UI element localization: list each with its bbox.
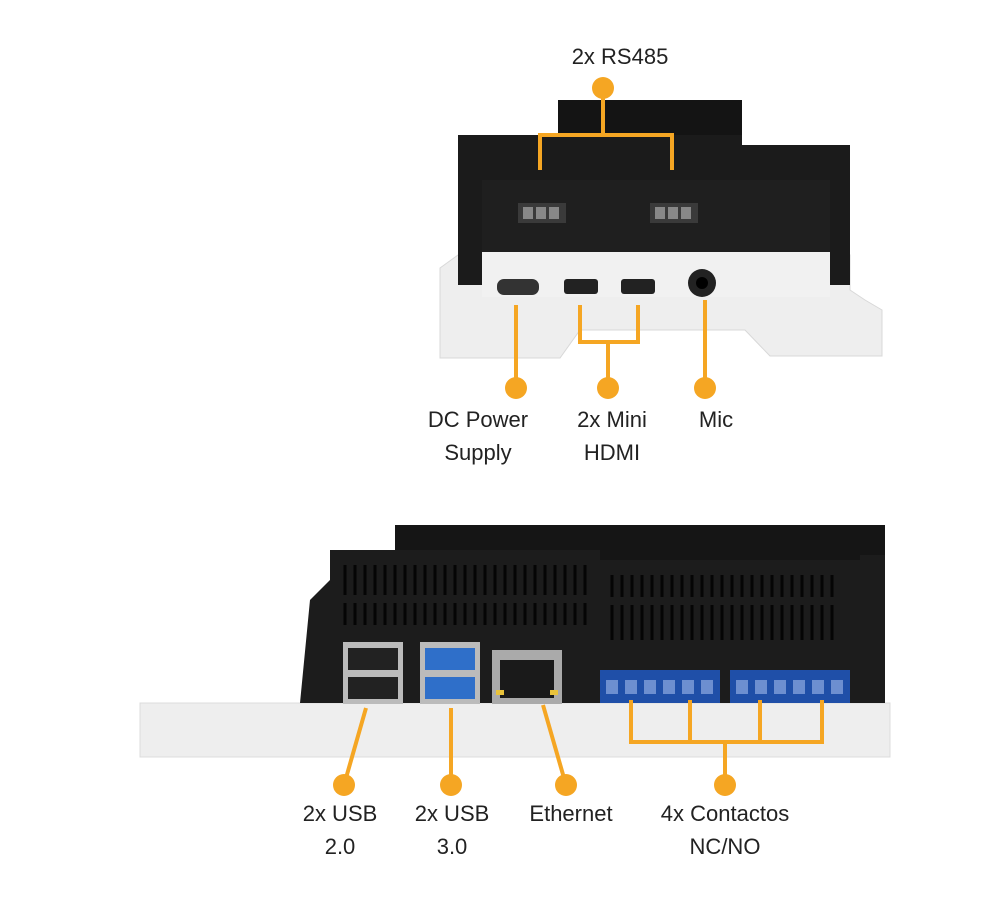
label-usb3: 2x USB 3.0 [415,797,490,863]
vent-grille [343,565,834,640]
terminal-blocks [600,670,850,703]
usb3-ports [420,642,480,704]
label-line: 2x Mini [577,407,647,432]
label-ethernet: Ethernet [529,801,613,826]
label-line: 2x USB [414,801,490,826]
label-mic: Mic [698,407,734,432]
label-line: 3.0 [436,834,468,859]
rs485-connector [650,203,698,223]
usb2-ports [343,642,403,704]
bottom-callout-lines [342,700,824,786]
label-rs485: 2x RS485 [571,44,669,69]
rs485-connector [518,203,566,223]
label-usb2: 2x USB 2.0 [303,797,378,863]
label-line: HDMI [583,440,641,465]
label-line: Supply [444,440,512,465]
label-line: NC/NO [689,834,761,859]
callout-dots [505,77,716,399]
top-device [439,100,883,359]
mini-hdmi-port [564,279,598,294]
label-line: 2.0 [324,834,356,859]
ethernet-port [492,650,562,704]
label-line: 2x USB [302,801,378,826]
callout-dots [333,774,736,796]
bottom-device [139,525,891,758]
label-line: 4x Contactos [660,801,790,826]
mini-hdmi-port [621,279,655,294]
usb-c-port [497,279,539,295]
label-line: DC Power [427,407,529,432]
